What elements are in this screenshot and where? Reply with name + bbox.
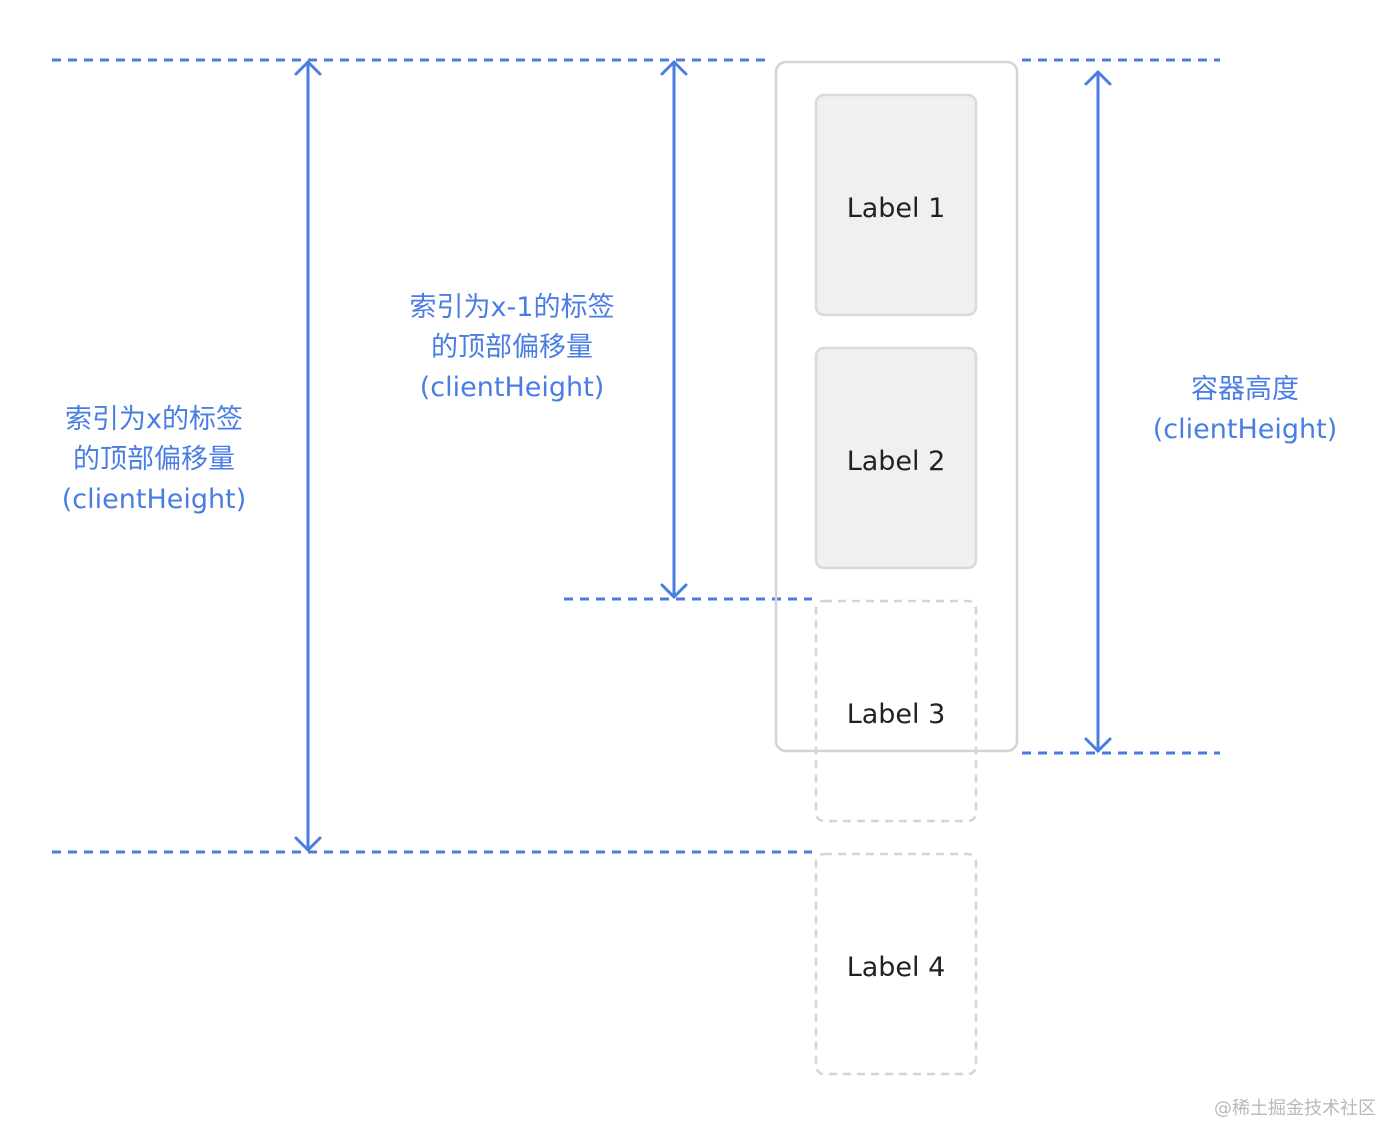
container-height-annotation-line2: (clientHeight) bbox=[1153, 414, 1337, 445]
index-x-minus-1-annotation-line2: 的顶部偏移量 bbox=[431, 332, 593, 363]
label-4-box bbox=[814, 852, 978, 1076]
label-2-box bbox=[814, 346, 978, 570]
label-1-box bbox=[814, 93, 978, 317]
container-height-annotation: 容器高度 (clientHeight) bbox=[1153, 374, 1337, 445]
container-height-annotation-line1: 容器高度 bbox=[1191, 374, 1299, 405]
index-x-annotation-line1: 索引为x的标签 bbox=[65, 404, 243, 435]
index-x-offset-annotation: 索引为x的标签 的顶部偏移量 (clientHeight) bbox=[62, 404, 246, 515]
index-x-minus-1-annotation-line3: (clientHeight) bbox=[420, 372, 604, 403]
index-x-annotation-line2: 的顶部偏移量 bbox=[73, 444, 235, 475]
label-2-text: Label 2 bbox=[847, 446, 946, 477]
index-x-offset-arrow bbox=[294, 60, 322, 852]
index-x-minus-1-offset-arrow bbox=[660, 60, 688, 599]
index-x-minus-1-annotation-line1: 索引为x-1的标签 bbox=[410, 292, 615, 323]
label-1-text: Label 1 bbox=[847, 193, 946, 224]
scroll-container bbox=[774, 60, 1019, 753]
label-3-text: Label 3 bbox=[847, 699, 946, 730]
index-x-minus-1-offset-annotation: 索引为x-1的标签 的顶部偏移量 (clientHeight) bbox=[410, 292, 615, 403]
container-height-arrow bbox=[1084, 70, 1112, 753]
label-3-box bbox=[814, 599, 978, 823]
watermark: @稀土掘金技术社区 bbox=[1214, 1098, 1376, 1119]
index-x-annotation-line3: (clientHeight) bbox=[62, 484, 246, 515]
label-4-text: Label 4 bbox=[847, 952, 946, 983]
